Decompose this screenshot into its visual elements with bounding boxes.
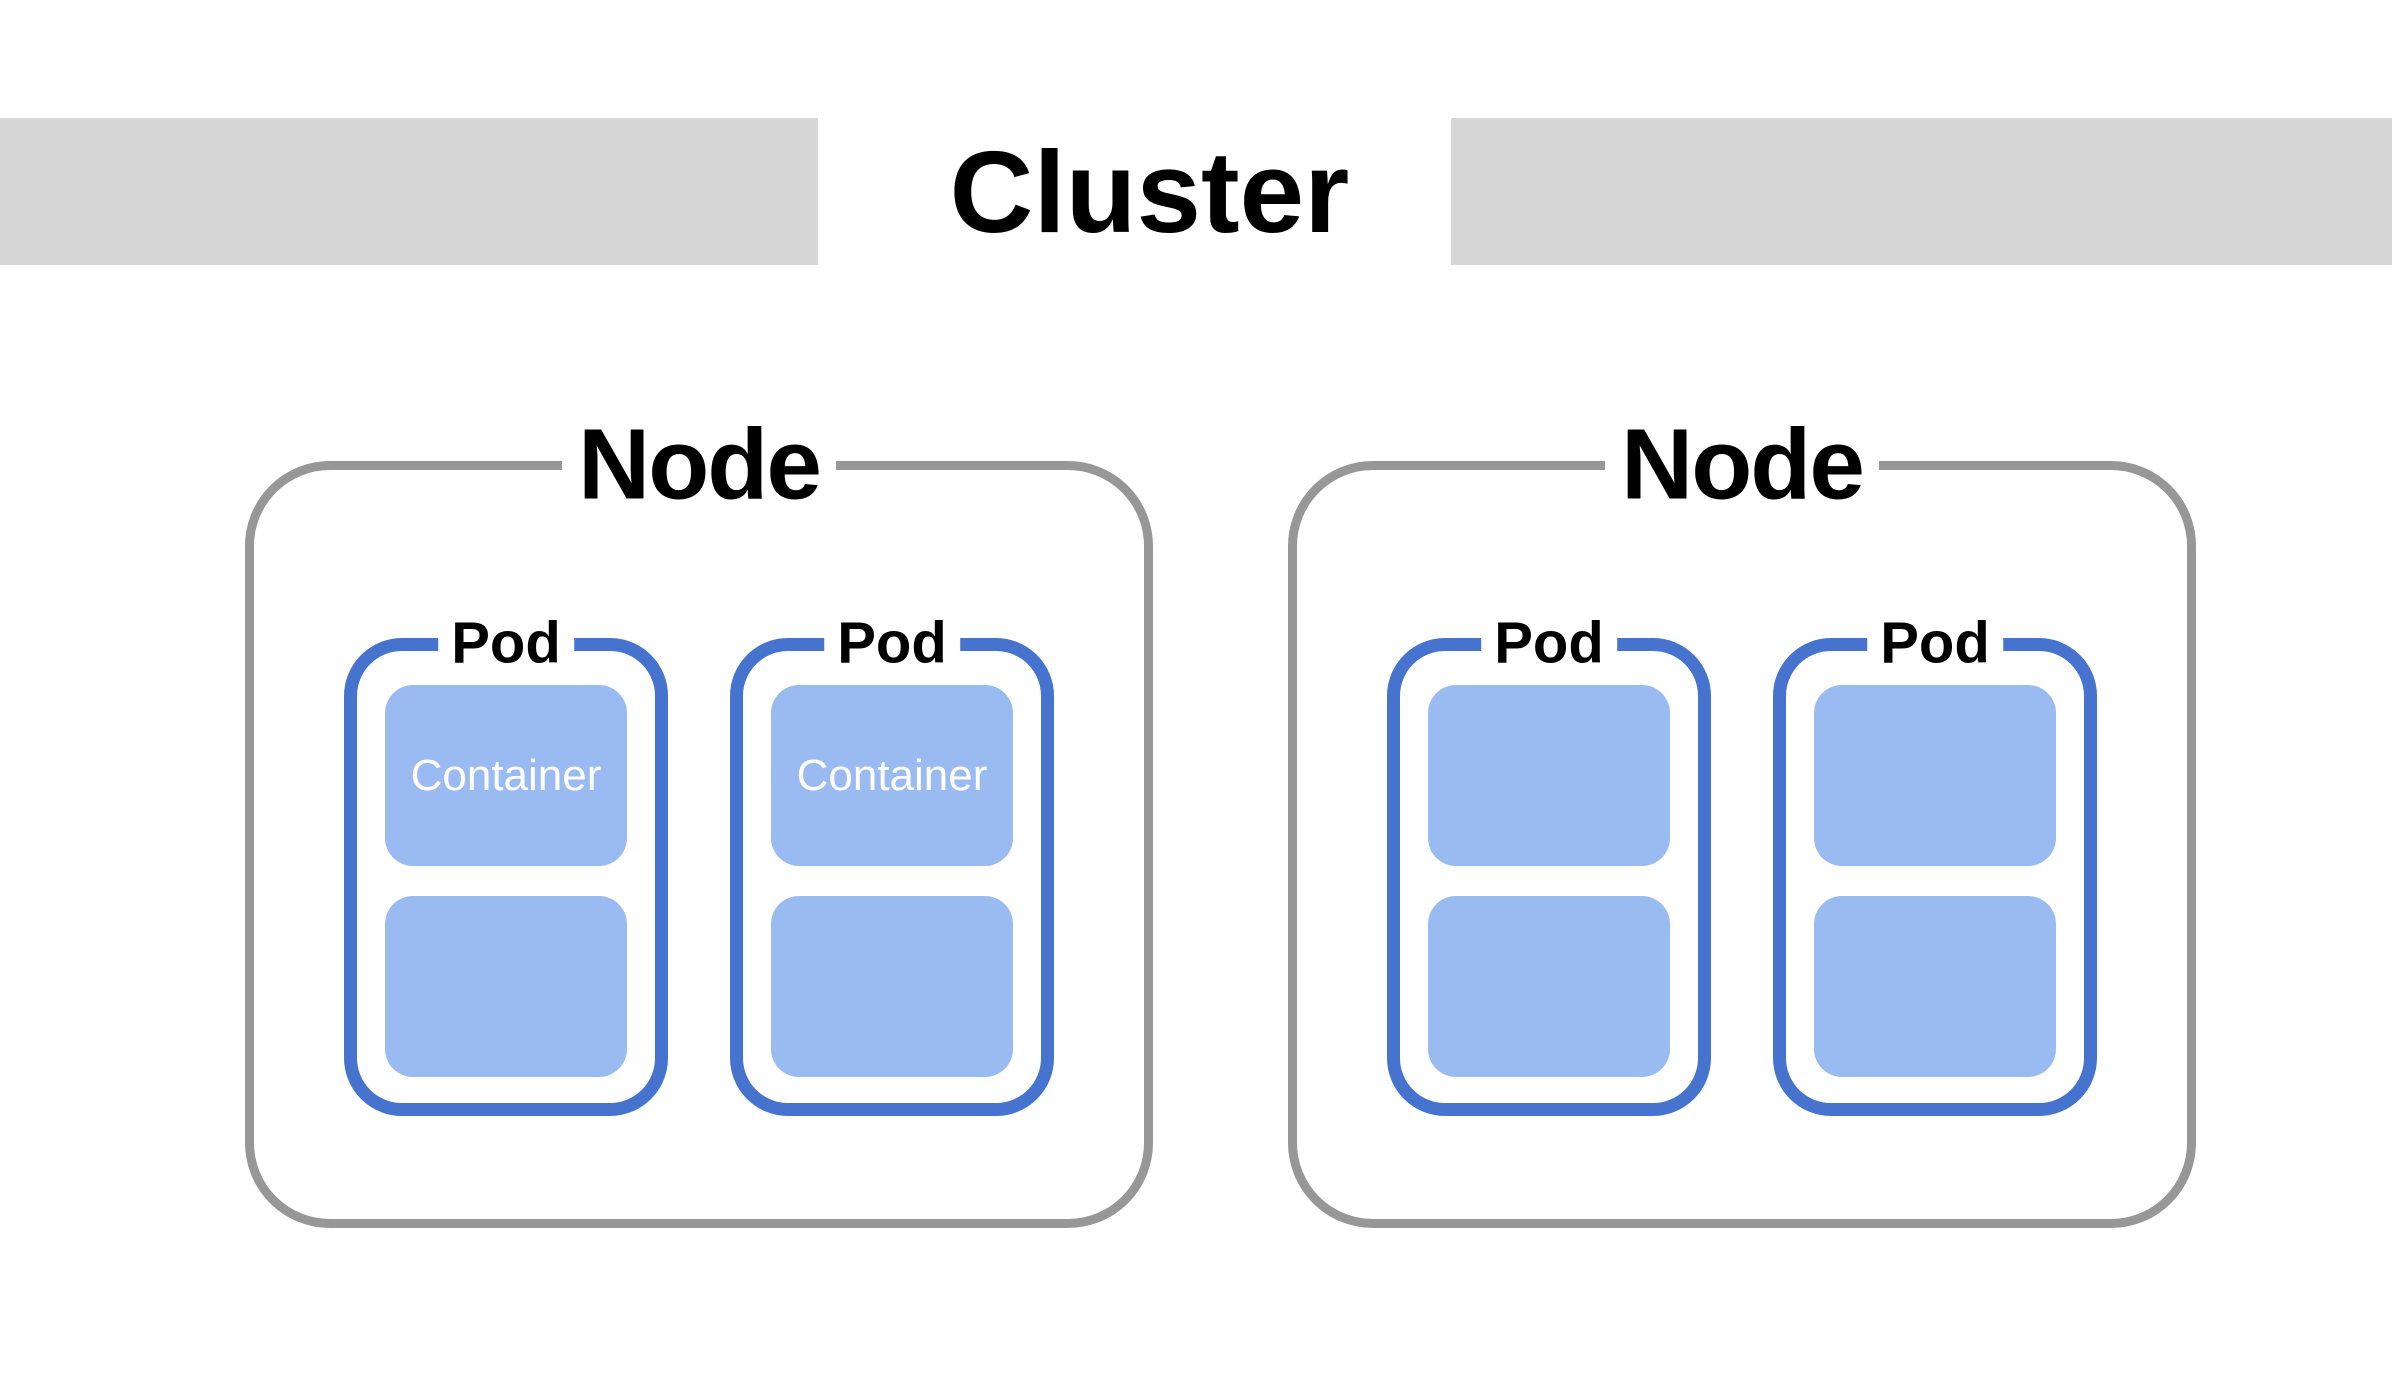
container-box [385, 896, 627, 1077]
cluster-bar: Cluster [0, 118, 2392, 265]
pod-box: Pod [1773, 613, 2097, 1116]
node-label: Node [562, 412, 836, 518]
cluster-title-gap: Cluster [818, 118, 1451, 265]
container-box [1428, 896, 1670, 1077]
pod-box: Pod Container [730, 613, 1054, 1116]
pod-box: Pod Container [344, 613, 668, 1116]
container-box: Container [771, 685, 1013, 866]
cluster-title: Cluster [949, 126, 1350, 257]
pod-label: Pod [438, 613, 574, 675]
container-box [1428, 685, 1670, 866]
container-box [1814, 896, 2056, 1077]
container-box [1814, 685, 2056, 866]
pods-row: Pod Pod [1297, 613, 2187, 1116]
pods-row: Pod Container Pod Container [254, 613, 1144, 1116]
pod-label: Pod [824, 613, 960, 675]
pod-label: Pod [1481, 613, 1617, 675]
node-box-left: Node Pod Container Pod Container [245, 412, 1153, 1228]
container-box [771, 896, 1013, 1077]
pod-box: Pod [1387, 613, 1711, 1116]
container-box: Container [385, 685, 627, 866]
node-box-right: Node Pod Pod [1288, 412, 2196, 1228]
pod-label: Pod [1867, 613, 2003, 675]
node-label: Node [1605, 412, 1879, 518]
